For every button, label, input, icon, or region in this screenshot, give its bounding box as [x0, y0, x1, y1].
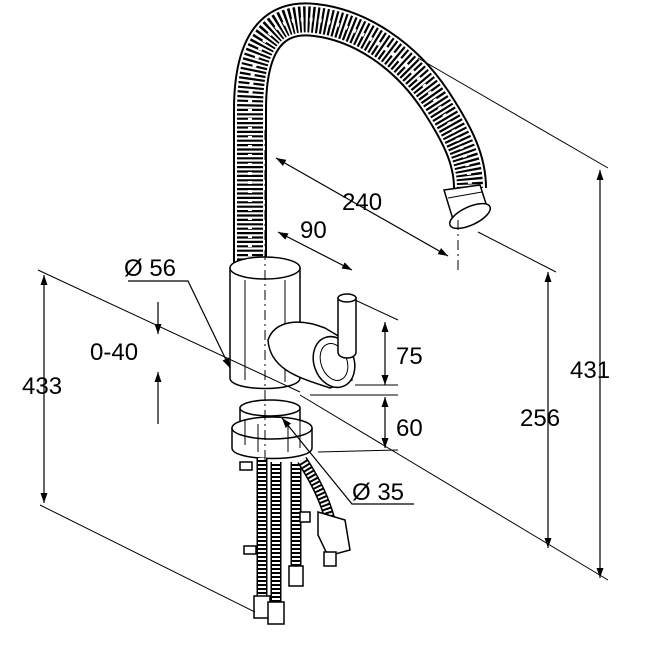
- dim-label-256: 256: [520, 405, 560, 432]
- centerlines: [264, 130, 459, 470]
- dim-label-240: 240: [342, 189, 382, 216]
- lever-handle: [267, 293, 357, 389]
- dim-label-60: 60: [396, 415, 423, 442]
- dim-label-diameter-35: Ø 35: [352, 479, 404, 506]
- dim-label-433: 433: [22, 373, 62, 400]
- dim-label-0-40: 0-40: [90, 339, 138, 366]
- dimension-labels: 240 90 Ø 56 0-40 433 431 256 75 60 Ø 35: [22, 189, 610, 506]
- spout-outlet: [443, 184, 492, 230]
- dim-label-diameter-56: Ø 56: [124, 255, 176, 282]
- flexible-spout-hose: [233, 2, 487, 265]
- faucet-illustration: [229, 2, 492, 625]
- supply-hoses: [239, 457, 351, 625]
- dim-label-431: 431: [570, 357, 610, 384]
- dim-label-75: 75: [396, 343, 423, 370]
- dimension-lines: [37, 57, 609, 613]
- dim-label-90: 90: [300, 217, 327, 244]
- mounting-base: [231, 399, 313, 460]
